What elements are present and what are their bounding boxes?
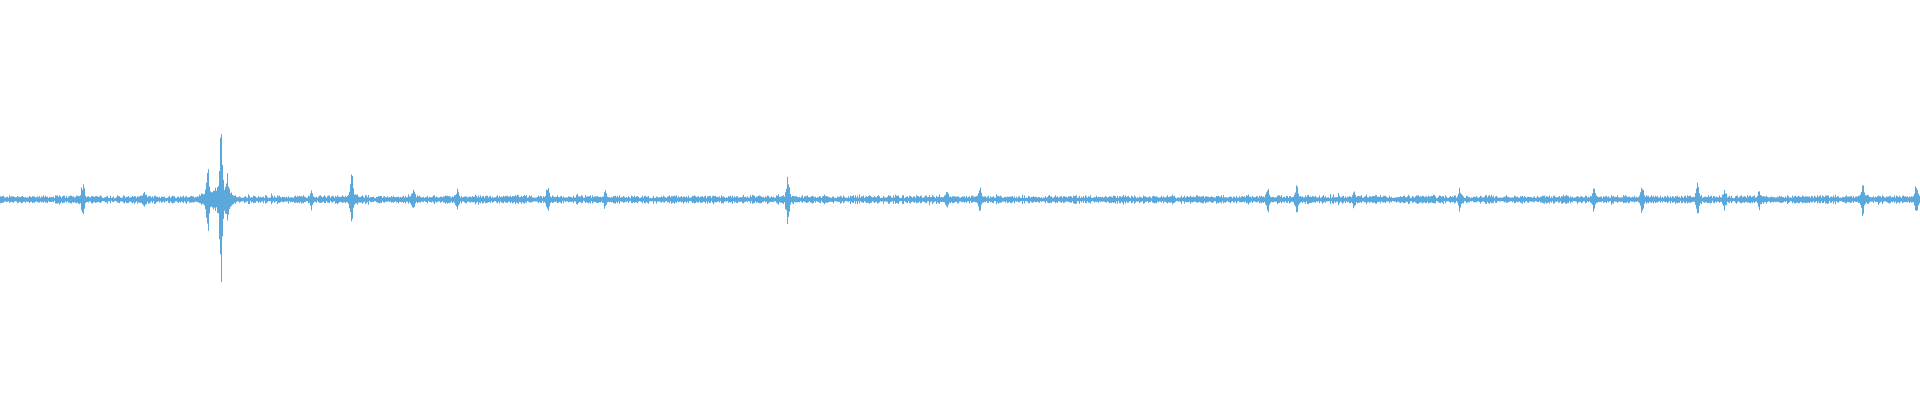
waveform-trace	[0, 134, 1920, 283]
